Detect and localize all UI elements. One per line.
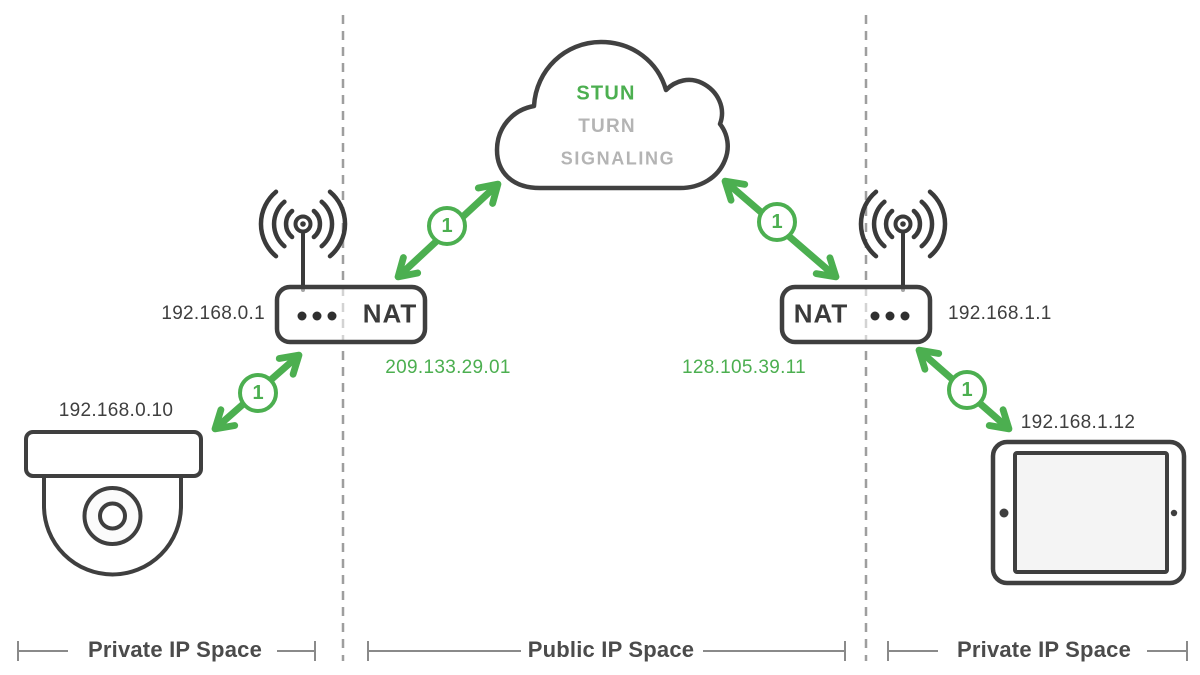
camera-ip: 192.168.0.10 (58, 400, 174, 421)
cloud-label-signaling: SIGNALING (560, 148, 676, 169)
cloud-icon (494, 39, 730, 191)
wifi-antenna-right-icon (858, 189, 948, 292)
step-badge-cloud-nat: 1 (757, 202, 797, 242)
zone-bracket-right (887, 641, 1188, 661)
security-camera-icon (24, 430, 203, 577)
zone-bracket-left (17, 641, 316, 661)
nat-router-left-icon (274, 284, 428, 345)
nat-left-lan-ip: 192.168.0.1 (161, 303, 265, 324)
step-badge-nat-cloud: 1 (427, 206, 467, 246)
zone-bracket-middle (367, 641, 846, 661)
nat-left-wan-ip: 209.133.29.01 (385, 357, 511, 378)
tablet-icon (990, 439, 1187, 586)
step-badge-nat-tablet: 1 (947, 370, 987, 410)
nat-router-right-ports-icon (870, 311, 910, 321)
wifi-antenna-left-icon (258, 189, 348, 292)
nat-left-label: NAT (362, 298, 418, 329)
tablet-ip: 192.168.1.12 (1020, 412, 1136, 433)
cloud-label-stun: STUN (576, 82, 636, 105)
nat-right-lan-ip: 192.168.1.1 (948, 303, 1052, 324)
nat-router-right-icon (779, 284, 933, 345)
nat-right-label: NAT (793, 298, 849, 329)
zone-label-private-left: Private IP Space (87, 637, 263, 662)
nat-right-wan-ip: 128.105.39.11 (682, 357, 806, 378)
step-badge-camera-nat: 1 (238, 373, 278, 413)
zone-label-private-right: Private IP Space (956, 637, 1132, 662)
nat-router-left-ports-icon (297, 311, 337, 321)
zone-label-public: Public IP Space (527, 637, 695, 662)
cloud-label-turn: TURN (578, 116, 636, 137)
